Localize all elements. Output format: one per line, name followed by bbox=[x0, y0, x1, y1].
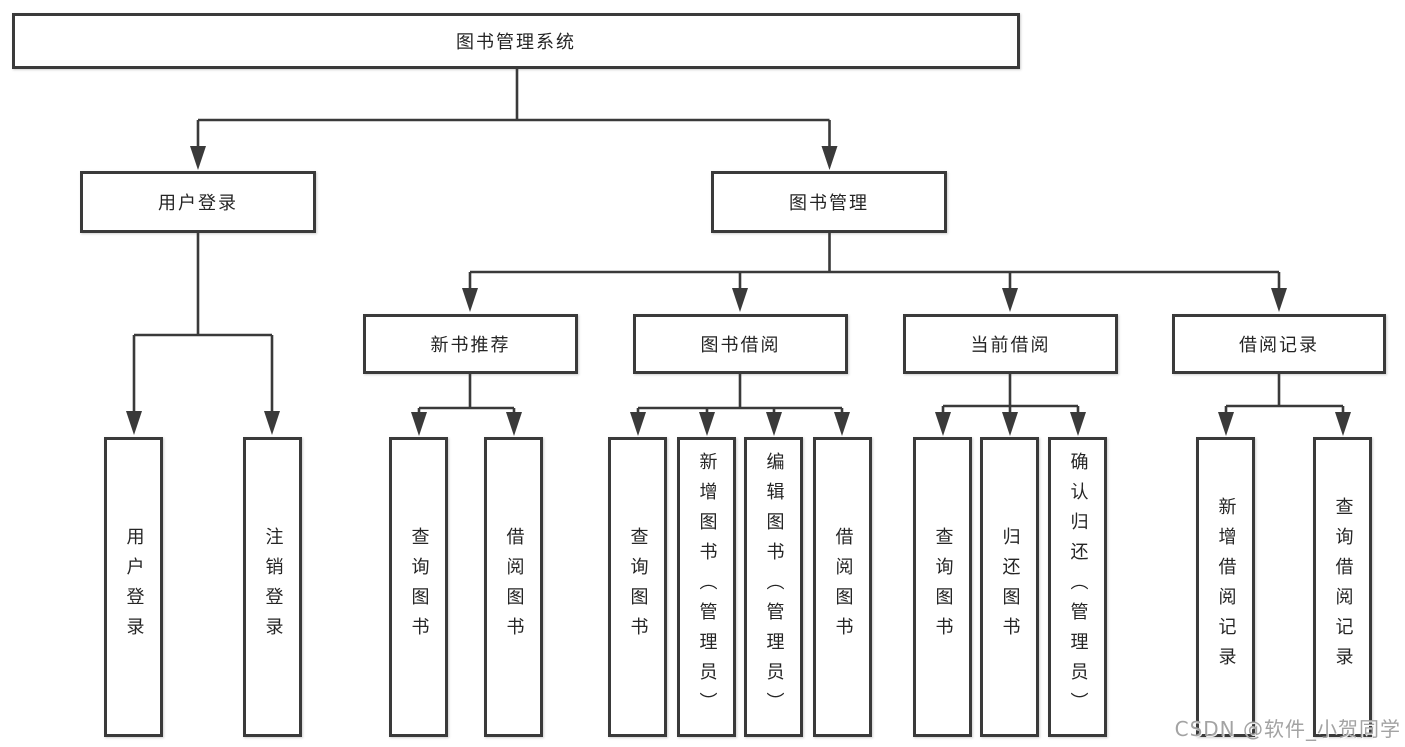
leaf-add-borrow-record: 新增借阅记录 bbox=[1196, 437, 1255, 737]
connector-current-borrow-children bbox=[935, 373, 1086, 436]
leaf-borrow-books: 借阅图书 bbox=[813, 437, 872, 737]
connector-new-book-children bbox=[411, 373, 522, 436]
leaf-query-books-current: 查询图书 bbox=[913, 437, 972, 737]
node-current-borrow: 当前借阅 bbox=[903, 314, 1118, 374]
leaf-query-borrow-record: 查询借阅记录 bbox=[1313, 437, 1372, 737]
leaf-confirm-return-admin: 确认归还（管理员） bbox=[1048, 437, 1107, 737]
leaf-query-books-borrow: 查询图书 bbox=[608, 437, 667, 737]
node-label: 用户登录 bbox=[123, 527, 145, 647]
node-borrow-records: 借阅记录 bbox=[1172, 314, 1386, 374]
node-label: 用户登录 bbox=[158, 193, 238, 214]
leaf-query-books-recommend: 查询图书 bbox=[389, 437, 448, 737]
connector-book-borrow-children bbox=[630, 373, 850, 436]
node-label: 查询图书 bbox=[932, 527, 954, 647]
node-label: 图书借阅 bbox=[700, 335, 781, 356]
node-label: 借阅图书 bbox=[832, 527, 854, 647]
node-label: 归还图书 bbox=[999, 527, 1021, 647]
leaf-borrow-books-recommend: 借阅图书 bbox=[484, 437, 543, 737]
leaf-logout-login: 注销登录 bbox=[243, 437, 302, 737]
node-label: 查询图书 bbox=[627, 527, 649, 647]
leaf-add-book-admin: 新增图书（管理员） bbox=[677, 437, 736, 737]
node-label: 新增借阅记录 bbox=[1215, 497, 1237, 677]
node-label: 新增图书（管理员） bbox=[696, 452, 718, 722]
connector-user-login-children bbox=[126, 232, 280, 435]
node-new-book-recommend: 新书推荐 bbox=[363, 314, 578, 374]
node-label: 确认归还（管理员） bbox=[1067, 452, 1089, 722]
leaf-edit-book-admin: 编辑图书（管理员） bbox=[744, 437, 803, 737]
node-library-system: 图书管理系统 bbox=[12, 13, 1020, 69]
node-label: 当前借阅 bbox=[970, 335, 1051, 356]
node-book-borrow: 图书借阅 bbox=[633, 314, 848, 374]
node-label: 注销登录 bbox=[262, 527, 284, 647]
node-user-login: 用户登录 bbox=[80, 171, 316, 233]
node-label: 编辑图书（管理员） bbox=[763, 452, 785, 722]
connector-borrow-record-children bbox=[1218, 373, 1351, 436]
node-book-management: 图书管理 bbox=[711, 171, 947, 233]
node-label: 借阅记录 bbox=[1239, 335, 1319, 356]
node-label: 图书管理 bbox=[789, 193, 869, 214]
node-label: 图书管理系统 bbox=[456, 32, 576, 53]
watermark: CSDN @软件_小贺同学 bbox=[1174, 717, 1401, 741]
node-label: 查询图书 bbox=[408, 527, 430, 647]
node-label: 查询借阅记录 bbox=[1332, 497, 1354, 677]
node-label: 借阅图书 bbox=[503, 527, 525, 647]
connector-root-to-level1 bbox=[190, 67, 838, 170]
leaf-user-login: 用户登录 bbox=[104, 437, 163, 737]
connector-book-management-children bbox=[462, 232, 1287, 312]
node-label: 新书推荐 bbox=[430, 335, 511, 356]
leaf-return-book: 归还图书 bbox=[980, 437, 1039, 737]
